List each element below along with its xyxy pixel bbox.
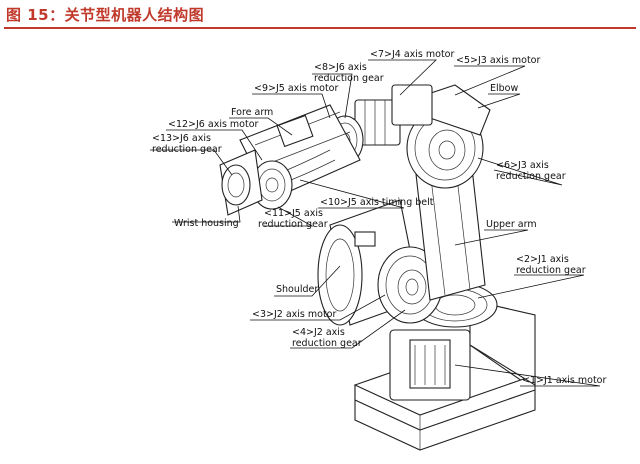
- leader-lines: [150, 59, 601, 387]
- wrist: [219, 149, 293, 216]
- label-j3-reduction-gear-line2: reduction gear: [496, 171, 566, 182]
- robot-drawing: [219, 84, 536, 451]
- label-upper-arm: Upper arm: [486, 219, 537, 230]
- label-j4-motor: <7>J4 axis motor: [370, 49, 454, 60]
- label-j5-motor: <9>J5 axis motor: [254, 83, 338, 94]
- label-j6-reduction-gear-13-line2: reduction gear: [152, 144, 222, 155]
- label-j5-reduction-gear: <11>J5 axis: [264, 208, 323, 219]
- base: [354, 299, 536, 451]
- figure-title: 图 15：关节型机器人结构图: [6, 6, 205, 24]
- label-j6-reduction-gear-8-line2: reduction gear: [314, 73, 384, 84]
- label-j1-reduction-gear: <2>J1 axis: [516, 254, 569, 265]
- label-j5-timing-belt: <10>J5 axis timing belt: [320, 197, 434, 208]
- label-j5-reduction-gear-line2: reduction gear: [258, 219, 328, 230]
- label-j6-motor: <12>J6 axis motor: [168, 119, 259, 130]
- part-labels: <8>J6 axis reduction gear <7>J4 axis mot…: [152, 49, 606, 386]
- label-j3-reduction-gear: <6>J3 axis: [496, 160, 549, 171]
- j4-motor: [354, 84, 433, 146]
- shoulder: [317, 199, 421, 326]
- title-divider: [4, 27, 636, 29]
- label-shoulder: Shoulder: [276, 284, 318, 295]
- label-j3-motor: <5>J3 axis motor: [456, 55, 540, 66]
- label-j2-reduction-gear-line2: reduction gear: [292, 338, 362, 349]
- label-wrist-housing: Wrist housing: [174, 218, 239, 229]
- label-j6-reduction-gear-8: <8>J6 axis: [314, 62, 367, 73]
- label-j2-reduction-gear: <4>J2 axis: [292, 327, 345, 338]
- label-j1-reduction-gear-line2: reduction gear: [516, 265, 586, 276]
- label-j2-motor: <3>J2 axis motor: [252, 309, 336, 320]
- label-j1-motor: <1>J1 axis motor: [522, 375, 606, 386]
- label-j6-reduction-gear-13: <13>J6 axis: [152, 133, 211, 144]
- label-elbow: Elbow: [490, 83, 518, 94]
- label-fore-arm: Fore arm: [231, 107, 273, 118]
